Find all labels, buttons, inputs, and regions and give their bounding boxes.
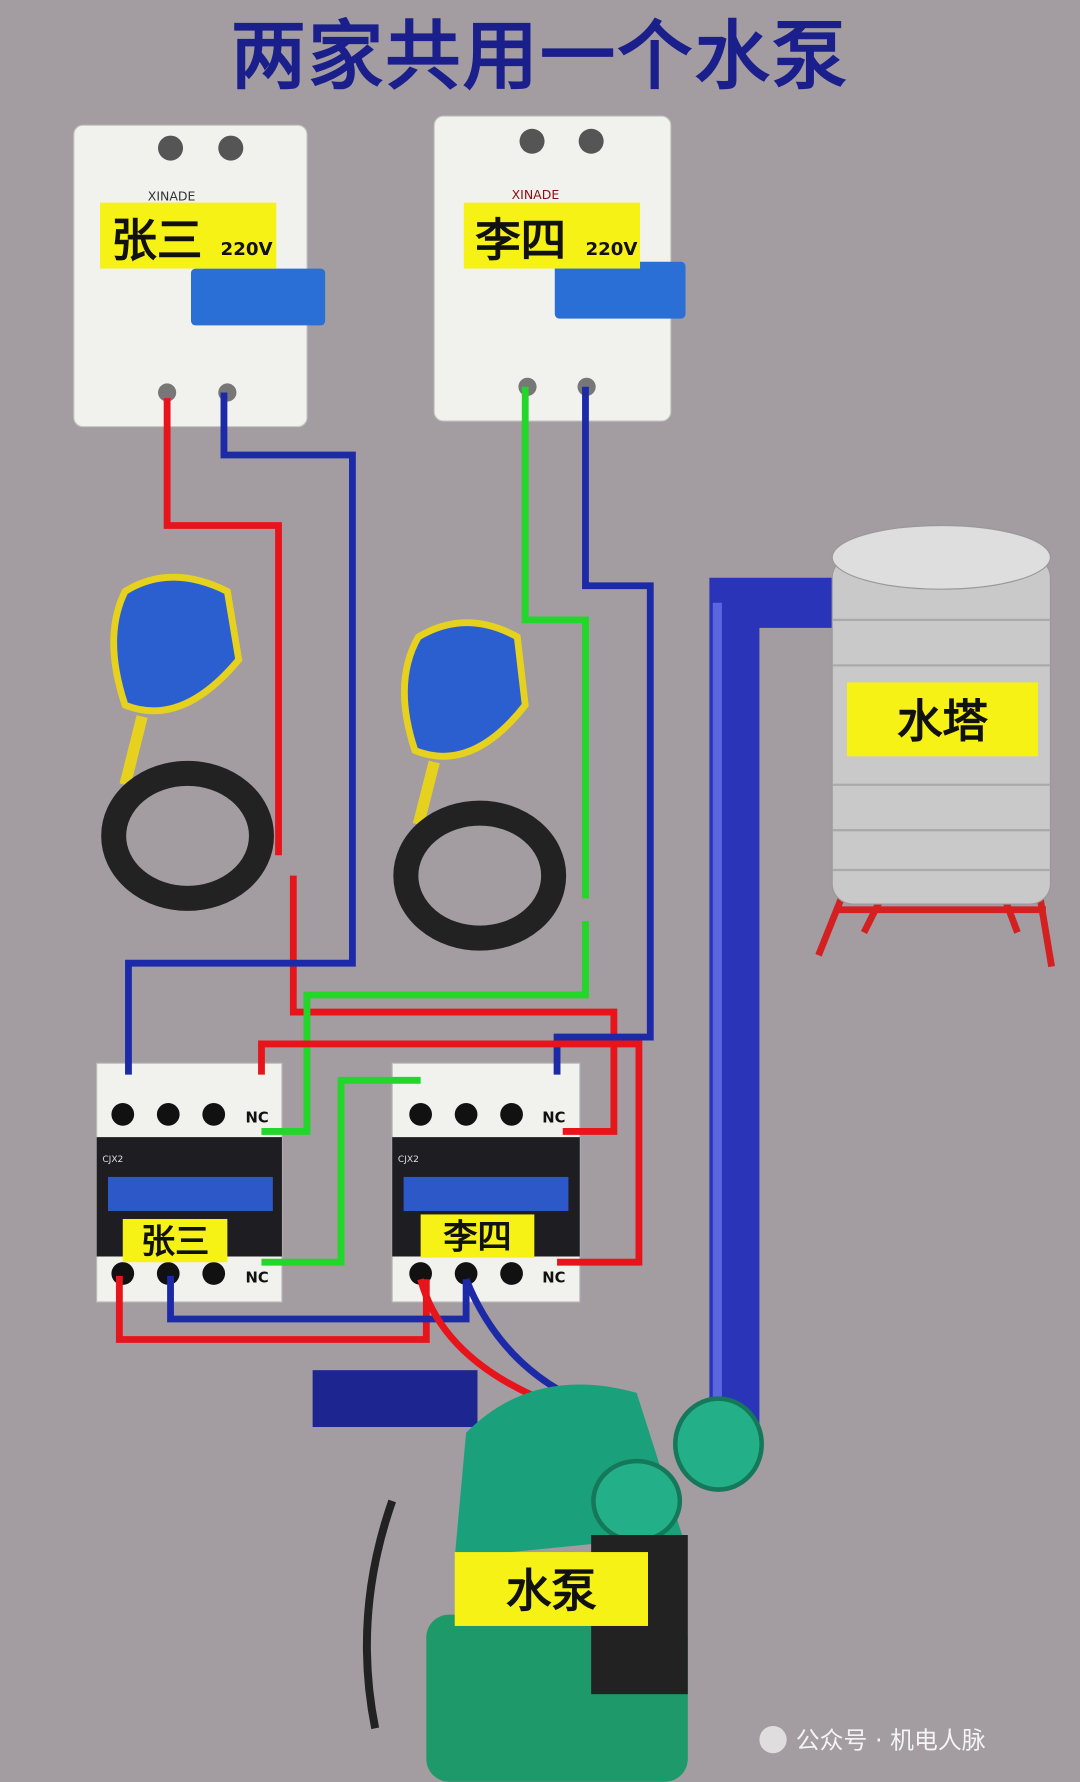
breaker-toggle [190, 268, 326, 326]
breaker-label-bg [100, 202, 277, 269]
breaker-brand: XINADE [512, 187, 560, 202]
nc-label-top: NC [246, 1109, 269, 1126]
neutral-wire-zhangsan [125, 392, 356, 1075]
float-switch-1 [101, 573, 274, 911]
breaker-brand: XINADE [148, 188, 196, 203]
live-wire-zhangsan [163, 398, 282, 856]
contactor-name: 李四 [443, 1218, 511, 1258]
watermark-text: 公众号 · 机电人脉 [796, 1727, 986, 1755]
contactor-model: CJX2 [398, 1155, 419, 1165]
breaker-lisi: XINADE 李四 220V [433, 115, 686, 422]
contactor-name: 张三 [141, 1222, 209, 1262]
water-tower-label: 水塔 [897, 695, 988, 748]
water-tower: 水塔 [815, 524, 1055, 968]
nc-label-bottom: NC [246, 1270, 269, 1287]
signal-wire-lisi [521, 386, 589, 899]
pipe-segment [312, 1370, 478, 1428]
nc-label-bottom: NC [542, 1270, 565, 1287]
contactor-lisi: CJX2 NC NC 李四 [391, 1062, 581, 1303]
contactor-model: CJX2 [102, 1155, 123, 1165]
breaker-name: 李四 [475, 214, 566, 267]
water-pipe [709, 577, 836, 1462]
water-pump: 水泵 [362, 1384, 764, 1782]
output-wire-blue [167, 1275, 470, 1323]
signal-wire-to-zhangsan-nc [261, 921, 589, 1135]
interlock-wire-green [261, 1076, 421, 1266]
breaker-toggle [554, 261, 686, 319]
watermark: 公众号 · 机电人脉 [759, 1726, 986, 1755]
nc-label-top: NC [542, 1109, 565, 1126]
breaker-zhangsan: XINADE 张三 220V [73, 124, 326, 428]
breaker-name: 张三 [111, 214, 202, 267]
pump-label: 水泵 [506, 1565, 597, 1618]
breaker-voltage: 220V [221, 239, 273, 260]
diagram-title: 两家共用一个水泵 [231, 12, 849, 100]
interlock-wire-red [258, 1040, 643, 1266]
contactor-zhangsan: CJX2 NC NC 张三 [96, 1062, 283, 1303]
wires [115, 386, 654, 1411]
breaker-label-bg [463, 202, 641, 269]
output-wire-red [115, 1275, 430, 1343]
neutral-wire-lisi [553, 386, 654, 1075]
breaker-voltage: 220V [585, 239, 637, 260]
float-switch-2 [393, 619, 567, 951]
wechat-icon [759, 1726, 787, 1754]
